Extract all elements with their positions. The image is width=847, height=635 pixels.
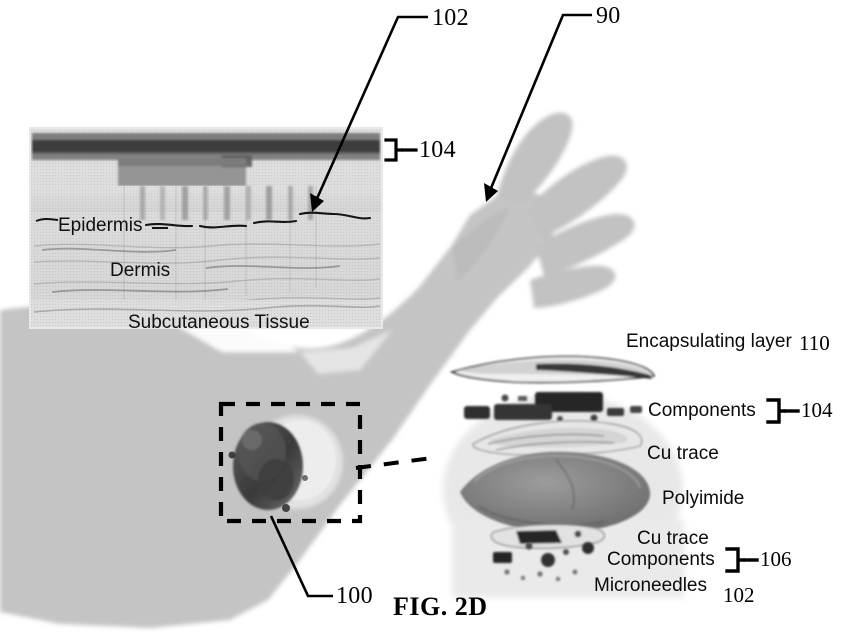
layer-components-lower (493, 542, 594, 567)
bracket-106-stack (725, 547, 759, 573)
label-cu-trace-lower: Cu trace (637, 528, 709, 549)
label-epidermis: Epidermis (58, 215, 143, 236)
layer-cu-trace-lower (490, 523, 605, 549)
leader-line-100-patch (269, 515, 333, 598)
skin-cross-section-inset (29, 127, 383, 329)
layer-microneedle-array (504, 569, 578, 582)
dashed-zoom-box (218, 401, 363, 524)
label-components-lower: Components (607, 549, 715, 570)
ref-numeral-102-top: 102 (432, 5, 469, 31)
label-components-upper: Components (648, 400, 756, 421)
label-polyimide: Polyimide (662, 488, 745, 509)
label-subcutaneous-tissue: Subcutaneous Tissue (128, 312, 310, 333)
layer-encapsulating (449, 355, 656, 384)
ref-numeral-100-patch: 100 (336, 583, 373, 609)
exploded-device-stack (443, 355, 684, 598)
label-cu-trace-upper: Cu trace (647, 443, 719, 464)
layer-cu-trace-upper (472, 420, 643, 457)
leader-line-90-arm (484, 13, 592, 202)
bracket-104-cross-section (384, 138, 418, 162)
ref-numeral-104-cross-section: 104 (419, 137, 456, 163)
ref-numeral-90-arm: 90 (596, 3, 621, 29)
ref-numeral-102-microneedles: 102 (723, 583, 755, 607)
layer-components-upper (464, 392, 642, 422)
ref-numeral-106-components-lower: 106 (760, 547, 792, 571)
label-dermis: Dermis (110, 260, 171, 281)
label-encapsulating-layer: Encapsulating layer (626, 331, 792, 352)
leader-line-102-top (310, 15, 428, 212)
bracket-104-stack (766, 398, 800, 424)
figure-caption: FIG. 2D (393, 592, 488, 621)
layer-polyimide (460, 451, 651, 532)
ref-numeral-104-components-upper: 104 (801, 398, 833, 422)
applied-patch-on-arm (228, 415, 343, 512)
microneedle-shafts (140, 186, 313, 220)
label-microneedles: Microneedles (594, 575, 707, 596)
ref-numeral-110-encapsulating-layer: 110 (799, 331, 830, 355)
dashed-connector-to-exploded-view (355, 456, 433, 470)
epidermis-boundary-line (144, 211, 372, 229)
